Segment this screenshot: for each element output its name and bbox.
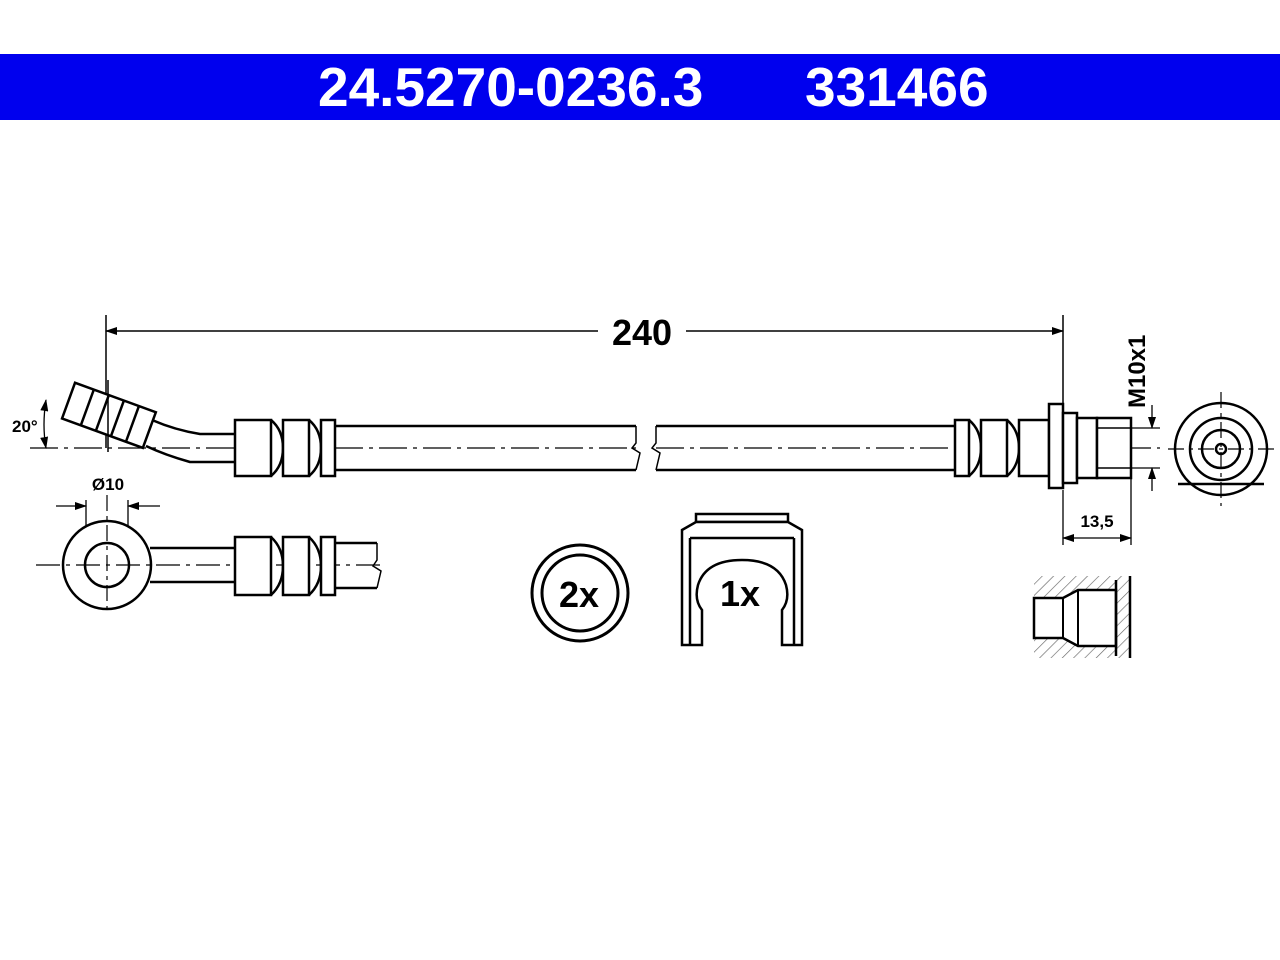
threaded-fitting: [1047, 402, 1133, 490]
brake-hose-side-view: [30, 380, 1160, 490]
washer-icon: [530, 543, 630, 643]
eye-diameter-label: Ø10: [92, 475, 124, 494]
left-ferrule: [233, 418, 337, 478]
length-label: 240: [612, 312, 672, 353]
thread-dimension: M10x1: [1124, 335, 1160, 491]
clip-icon: [680, 512, 804, 647]
part-number: 24.5270-0236.3: [318, 56, 704, 118]
thread-depth-label: 13,5: [1080, 512, 1113, 531]
thread-section-detail: [1032, 576, 1132, 658]
clip-quantity: 1x: [720, 573, 760, 614]
right-ferrule: [953, 418, 1051, 478]
header-band: 24.5270-0236.3 331466: [0, 54, 1280, 120]
reference-number: 331466: [805, 56, 989, 118]
fitting-end-view: [1168, 392, 1274, 506]
banjo-top-view: [36, 495, 382, 612]
length-dimension: 240: [105, 312, 1064, 448]
thread-label: M10x1: [1124, 335, 1151, 408]
angle-label: 20°: [12, 417, 38, 436]
angle-dimension: 20°: [12, 399, 49, 449]
banjo-fitting: [60, 381, 158, 450]
washer-quantity: 2x: [559, 574, 599, 615]
thread-depth-dimension: 13,5: [1062, 478, 1132, 545]
